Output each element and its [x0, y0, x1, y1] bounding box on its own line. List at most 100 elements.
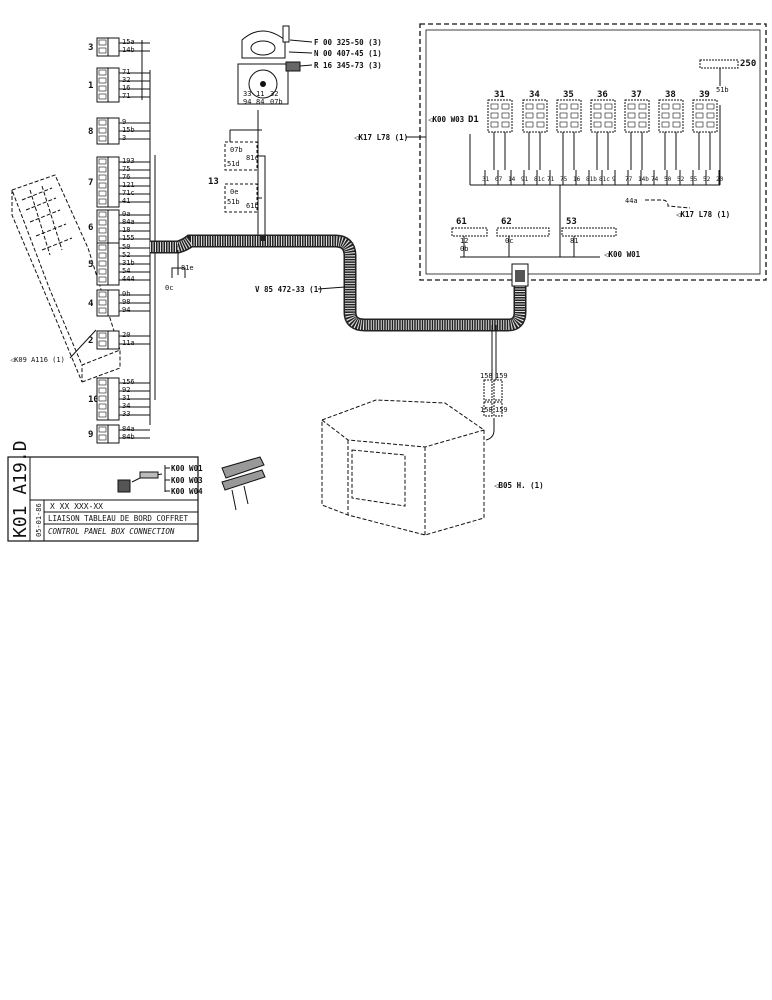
left-connector-pin: 84b — [122, 433, 135, 441]
box-bottom-pin: 14 — [508, 176, 516, 183]
lower-connector-pin: 81 — [570, 237, 578, 245]
lower-connector-number: 62 — [501, 217, 512, 227]
left-connector-pin: 15a — [122, 38, 135, 46]
lower-connector-body — [561, 227, 617, 237]
relay-block: 13 07b 81c 51d 0e 51b 61b — [208, 141, 259, 213]
box-bottom-pin: 9 — [612, 176, 616, 183]
left-connector-pin: 52 — [122, 251, 130, 259]
left-connector-pin: 41 — [122, 197, 130, 205]
box-bottom-pin: 52 — [703, 176, 711, 183]
control-box-pin: 159 — [495, 372, 508, 380]
harness-ref: V 85 472-33 (1) — [255, 285, 323, 294]
top-connector-pin: 84 — [256, 98, 264, 106]
part-ref-n: N 00 407-45 (1) — [314, 49, 382, 58]
fuse-number: 37 — [631, 90, 642, 100]
fuse-number: 38 — [665, 90, 676, 100]
lower-connector-body — [451, 227, 488, 237]
box-bottom-pin: 81c — [534, 176, 545, 183]
left-connector-pin: 15b — [122, 126, 135, 134]
left-connector-pin: 14b — [122, 46, 135, 54]
control-box-connector — [483, 379, 503, 417]
relay-pin: 51d — [227, 160, 240, 168]
left-connector-group: 315a14b1713216718915b37193757612171c4160… — [88, 37, 150, 444]
left-connector-number: 4 — [88, 299, 94, 309]
k17-top-ref: ◁K17 L78 (1) — [354, 133, 408, 142]
left-connector-pin: 16 — [122, 84, 130, 92]
left-connector-pin: 75 — [122, 165, 130, 173]
relay-pin: 51b — [227, 198, 240, 206]
left-connector-number: 1 — [88, 81, 93, 91]
k00-w01-ref: ◁K00 W01 — [604, 250, 641, 259]
left-connector-pin: 156 — [122, 378, 135, 386]
left-connector-number: 8 — [88, 127, 93, 137]
top-connector-pin: 32 — [270, 90, 278, 98]
left-connector-pin: 50 — [122, 243, 130, 251]
left-connector-pin: 32 — [122, 76, 130, 84]
label-44a: 44a — [625, 197, 638, 205]
title-block-title-en: CONTROL PANEL BOX CONNECTION — [48, 527, 175, 536]
control-box-ref: ◁B05 H. (1) — [494, 481, 544, 490]
box-bottom-pin: 52 — [677, 176, 685, 183]
left-connector-pin: 0h — [122, 290, 130, 298]
main-harness — [150, 234, 527, 332]
left-connector-number: 3 — [88, 43, 93, 53]
left-connector-pin: 193 — [122, 157, 135, 165]
title-block-title-fr: LIAISON TABLEAU DE BORD COFFRET — [48, 514, 188, 523]
short-wire-pin: 0c — [165, 284, 173, 292]
lower-connector-body — [496, 227, 550, 237]
connector-250-label: 250 — [740, 59, 756, 69]
box-bottom-pin: 81b — [586, 176, 597, 183]
lower-connector-pin: 12 — [460, 237, 468, 245]
left-connector-pin: 121 — [122, 181, 135, 189]
left-connector-pin: 54 — [122, 267, 130, 275]
fuse-box-enclosure — [419, 23, 767, 281]
k00-w03-ref: ◁K00 W03 — [428, 115, 465, 124]
box-bottom-pin: 77 — [625, 176, 633, 183]
left-connector-pin: 84a — [122, 425, 135, 433]
box-bottom-pin: 74 — [651, 176, 659, 183]
control-box-pin: 158 — [480, 406, 493, 414]
title-block: K01 A19.D 05-01-86 X XX XXX-XX LIAISON T… — [7, 440, 199, 542]
left-connector-pin: 31 — [122, 394, 130, 402]
left-connector-pin: 31b — [122, 259, 135, 267]
relay-pin: 07b — [230, 146, 243, 154]
control-box-drawing — [321, 399, 485, 536]
box-bottom-pin: 75 — [560, 176, 568, 183]
lower-connector-pin: 0b — [460, 245, 468, 253]
box-bottom-pin: 50 — [664, 176, 672, 183]
left-connector-pin: 98 — [122, 298, 130, 306]
title-block-number: X XX XXX-XX — [50, 502, 103, 511]
left-connector-pin: 11a — [122, 339, 135, 347]
left-connector-pin: 34 — [122, 402, 130, 410]
box-connector — [511, 263, 529, 287]
wire-ref-w03: K00 W03 — [171, 476, 203, 485]
left-connector-number: 7 — [88, 178, 93, 188]
left-connector-pin: 71 — [122, 92, 130, 100]
box-bottom-pin: 71 — [547, 176, 555, 183]
box-bottom-pin: 14b — [638, 176, 649, 183]
relay-pin: 0e — [230, 188, 238, 196]
top-connector-pin: 33 — [243, 90, 251, 98]
fuse-number: 39 — [699, 90, 710, 100]
wire-ref-w01: K00 W01 — [171, 464, 203, 473]
short-wire-pin: 81e — [181, 264, 194, 272]
box-bottom-pin: 91 — [521, 176, 529, 183]
left-connector-pin: 0a — [122, 210, 130, 218]
top-connector-pin: 11 — [256, 90, 264, 98]
relay-pin: 61b — [246, 202, 259, 210]
box-bottom-pin: 81c — [599, 176, 610, 183]
lower-connector-pin: 0c — [505, 237, 513, 245]
left-connector-pin: 84a — [122, 218, 135, 226]
left-connector-pin: 76 — [122, 173, 130, 181]
left-connector-number: 5 — [88, 260, 93, 270]
left-connector-pin: 9 — [122, 118, 126, 126]
left-connector-number: 2 — [88, 336, 93, 346]
box-bottom-pin: 31 — [482, 176, 490, 183]
relay-pin: 81c — [246, 154, 259, 162]
relay-block-number: 13 — [208, 177, 219, 187]
